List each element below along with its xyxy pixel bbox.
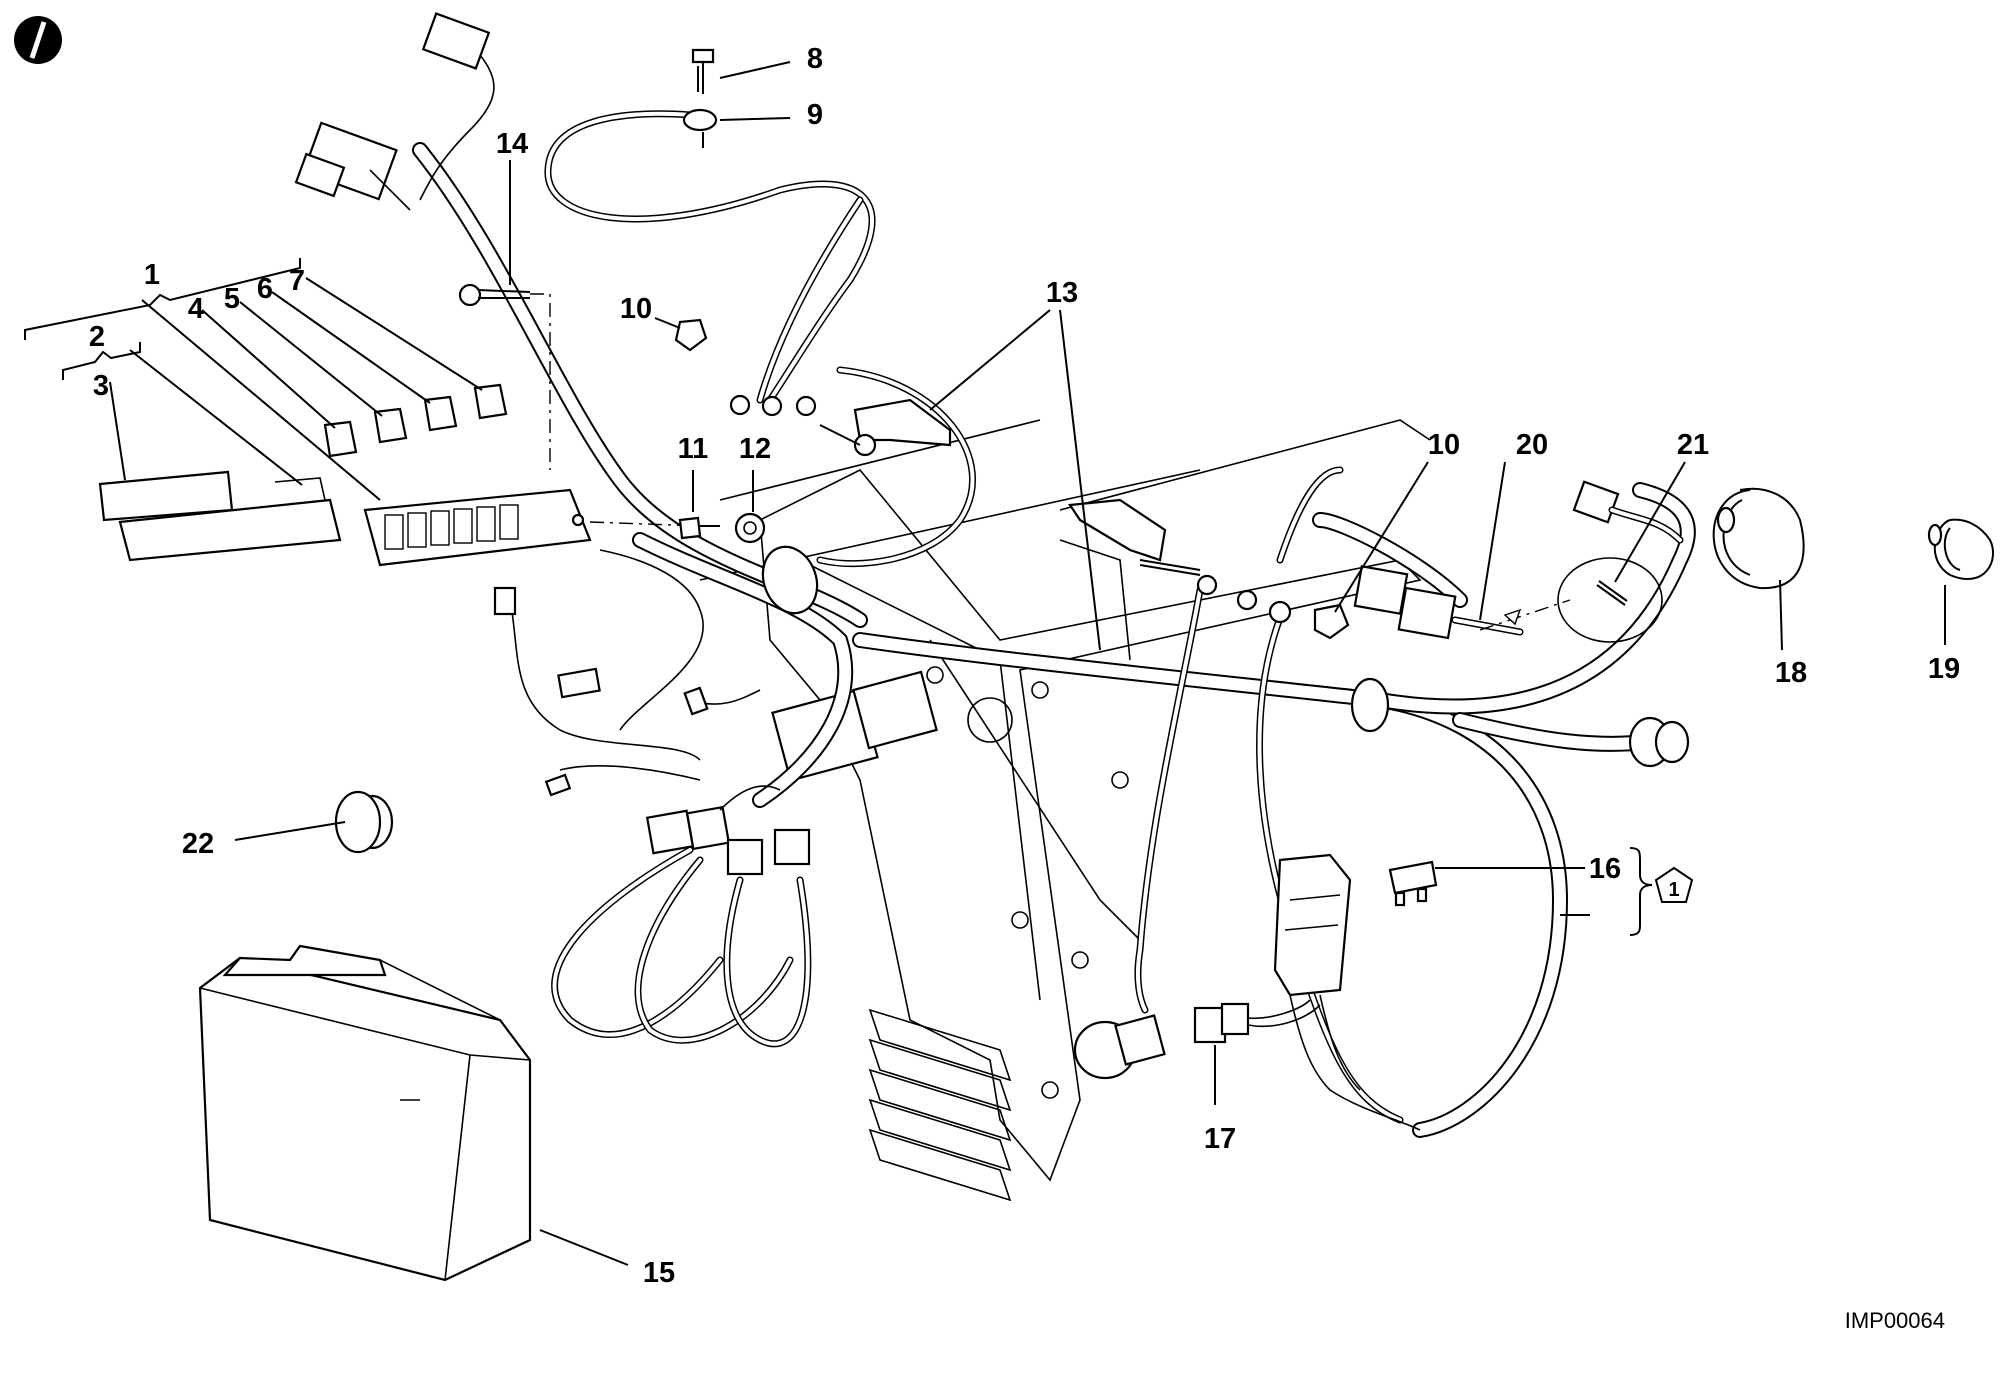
fuse-cover xyxy=(98,470,342,562)
callout-13: 13 xyxy=(1046,277,1078,309)
cable-clip-19 xyxy=(1927,518,1995,581)
bracket-13-top xyxy=(819,398,952,457)
leader-lines xyxy=(24,61,1946,1266)
callout-15: 15 xyxy=(643,1257,675,1289)
callout-20: 20 xyxy=(1516,429,1548,461)
image-code: IMP00064 xyxy=(1845,1308,1945,1333)
connector-21 xyxy=(1557,480,1684,643)
screw-14 xyxy=(458,283,551,470)
battery-lead xyxy=(1256,466,1404,1124)
fuse-box xyxy=(363,488,701,567)
screw-11 xyxy=(678,516,720,540)
nut-10-top xyxy=(674,318,708,352)
main-fuse-holder xyxy=(1273,853,1421,1131)
ground-cable xyxy=(544,110,976,568)
nut-10-right xyxy=(1313,603,1350,640)
callout-14: 14 xyxy=(496,128,528,160)
callout-4: 4 xyxy=(188,293,204,325)
callout-8: 8 xyxy=(807,43,823,75)
rubber-plug-22 xyxy=(334,790,394,854)
bracket-13-lower xyxy=(1068,498,1201,576)
fuse-5 xyxy=(373,407,408,444)
callout-2: 2 xyxy=(89,321,105,353)
battery-15 xyxy=(198,944,532,1282)
pentagon-marker-icon xyxy=(1654,866,1694,903)
brace-16 xyxy=(1629,847,1653,936)
callout-18: 18 xyxy=(1775,657,1807,689)
callout-12: 12 xyxy=(739,433,771,465)
harness-end-connector xyxy=(1628,716,1690,768)
badge-icon xyxy=(14,16,62,64)
harness-grommet xyxy=(761,545,819,615)
callout-11: 11 xyxy=(678,433,709,465)
harness-grommet-right xyxy=(1350,677,1390,733)
callout-10-right: 10 xyxy=(1428,429,1460,461)
callout-5: 5 xyxy=(224,283,240,315)
callout-16: 16 xyxy=(1589,853,1621,885)
connector-17 xyxy=(1193,999,1321,1044)
ring-terminal-9 xyxy=(682,108,718,132)
frame-bracket xyxy=(699,419,1431,1202)
ground-strap xyxy=(1134,574,1258,1014)
callout-3: 3 xyxy=(93,370,109,402)
fuse-6 xyxy=(423,395,458,432)
pentagon-number: 1 xyxy=(1668,879,1679,901)
callout-9: 9 xyxy=(807,99,823,131)
screw-8 xyxy=(691,48,715,94)
fuse-4 xyxy=(323,420,358,458)
callout-1: 1 xyxy=(144,259,160,291)
callout-7: 7 xyxy=(289,265,305,297)
callout-6: 6 xyxy=(257,273,273,305)
fuse-box-wiring xyxy=(493,549,761,797)
relay-wires xyxy=(551,785,812,1048)
fuse-7 xyxy=(473,383,508,420)
callout-22: 22 xyxy=(182,828,214,860)
cable-clip-18 xyxy=(1712,487,1805,590)
headlight-connector xyxy=(294,12,495,211)
callout-labels: 1 2 3 4 5 6 7 8 9 10 10 11 12 13 14 15 1… xyxy=(89,43,1960,1289)
callout-21: 21 xyxy=(1677,429,1709,461)
grommet-12 xyxy=(734,512,766,544)
callout-10-top: 10 xyxy=(620,293,652,325)
connector-20 xyxy=(1353,565,1571,640)
callout-19: 19 xyxy=(1928,653,1960,685)
fuse-16 xyxy=(1388,860,1438,907)
callout-17: 17 xyxy=(1204,1123,1236,1155)
